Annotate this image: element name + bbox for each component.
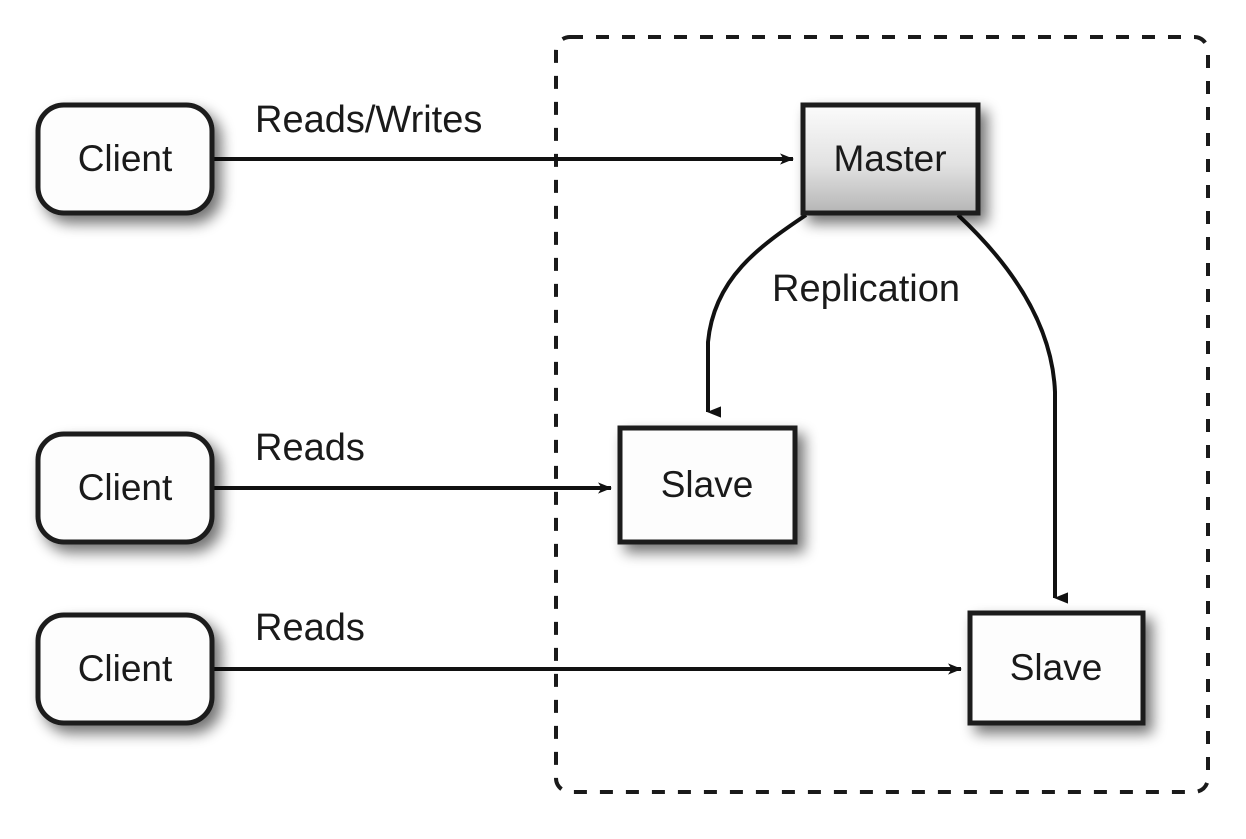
master-box[interactable] bbox=[800, 102, 981, 216]
slave-upper-box[interactable] bbox=[617, 425, 798, 545]
node-slave-upper[interactable] bbox=[617, 425, 798, 545]
node-master[interactable] bbox=[800, 102, 981, 216]
arrow-replication-lower bbox=[956, 213, 1068, 604]
edge-label-reads-writes: Reads/Writes bbox=[255, 99, 482, 141]
node-client-top[interactable] bbox=[35, 102, 215, 216]
edge-master-slave-lower bbox=[956, 213, 1068, 604]
client-bottom-label: Client bbox=[78, 648, 173, 689]
client-top-label: Client bbox=[78, 138, 173, 179]
edge-label-reads-upper: Reads bbox=[255, 427, 365, 469]
client-bottom-box[interactable] bbox=[35, 612, 215, 726]
slave-lower-label: Slave bbox=[1010, 647, 1103, 688]
client-middle-box[interactable] bbox=[35, 431, 215, 545]
node-client-bottom[interactable] bbox=[35, 612, 215, 726]
client-top-box[interactable] bbox=[35, 102, 215, 216]
edge-label-replication: Replication bbox=[772, 268, 960, 310]
database-cluster-boundary bbox=[554, 35, 1210, 794]
edge-master-slave-upper bbox=[706, 213, 808, 418]
node-slave-lower[interactable] bbox=[967, 610, 1146, 726]
arrow-replication-upper bbox=[706, 213, 808, 418]
client-middle-label: Client bbox=[78, 467, 173, 508]
slave-upper-label: Slave bbox=[661, 464, 754, 505]
master-label: Master bbox=[833, 138, 946, 179]
edge-label-reads-lower: Reads bbox=[255, 607, 365, 649]
node-client-middle[interactable] bbox=[35, 431, 215, 545]
slave-lower-box[interactable] bbox=[967, 610, 1146, 726]
